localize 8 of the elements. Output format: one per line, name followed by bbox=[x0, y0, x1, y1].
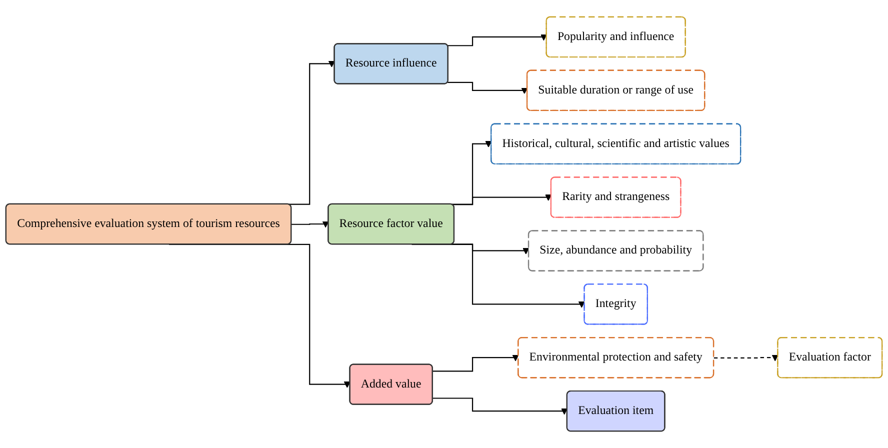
arrow bbox=[291, 221, 329, 228]
arrow bbox=[452, 244, 530, 254]
arrow bbox=[432, 354, 519, 372]
arrow bbox=[448, 82, 528, 94]
arrow bbox=[432, 398, 568, 415]
arrow bbox=[452, 194, 552, 206]
arrow bbox=[714, 354, 778, 362]
arrow bbox=[448, 34, 547, 46]
